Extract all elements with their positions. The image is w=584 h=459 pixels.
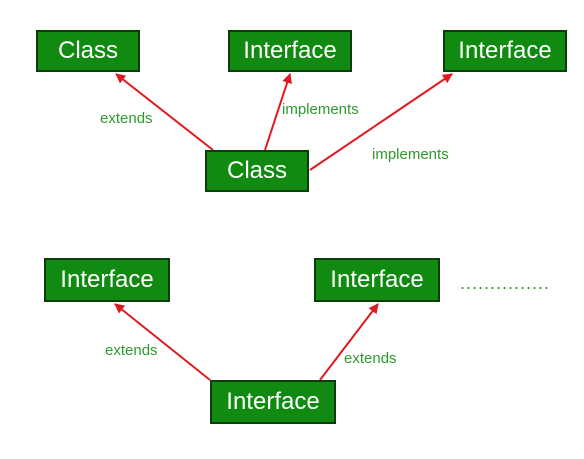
interface-a-box: Interface	[228, 30, 352, 72]
extends-left-label: extends	[105, 342, 158, 359]
class-parent-box: Class	[36, 30, 140, 72]
interface-child-box: Interface	[210, 380, 336, 424]
extends-right-label: extends	[344, 350, 397, 367]
interface-right-box: Interface	[314, 258, 440, 302]
interface-b-box: Interface	[443, 30, 567, 72]
interface-left-box: Interface	[44, 258, 170, 302]
extends-arrow-class	[115, 73, 214, 151]
implements-label-a: implements	[282, 101, 359, 118]
implements-arrow-interface-a	[264, 73, 292, 151]
implements-label-b: implements	[372, 146, 449, 163]
extends-label: extends	[100, 110, 153, 127]
implements-arrow-interface-b	[309, 73, 453, 171]
extends-arrow-interface-right	[319, 303, 379, 381]
class-child-box: Class	[205, 150, 309, 192]
continuation-dots: ...............	[460, 273, 551, 293]
extends-arrow-interface-left	[114, 303, 211, 381]
